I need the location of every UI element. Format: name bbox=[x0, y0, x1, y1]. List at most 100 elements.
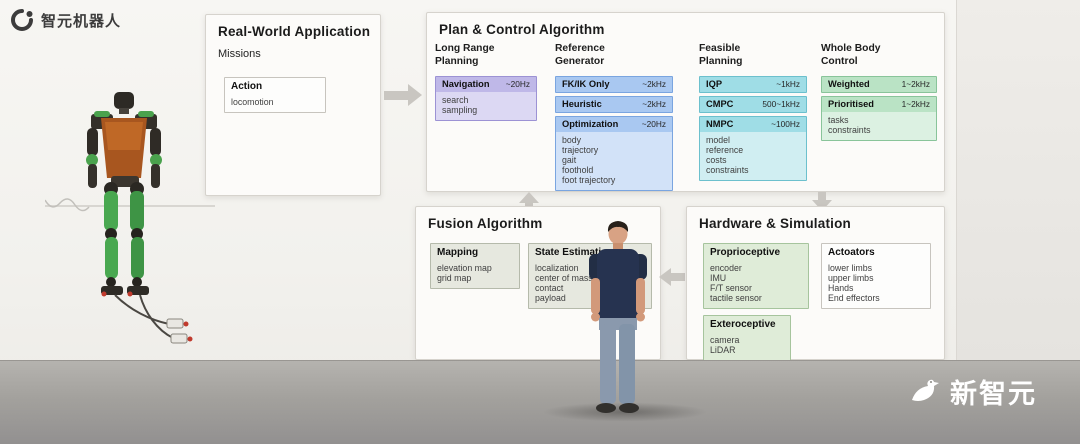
block-items: elevation map grid map bbox=[431, 260, 519, 288]
nmpc-block: NMPC ~100Hz model reference costs constr… bbox=[699, 115, 807, 181]
weighted-block: Weighted 1~2kHz bbox=[821, 75, 937, 93]
block-rate: 1~2kHz bbox=[901, 79, 930, 90]
block-name: NMPC bbox=[706, 119, 734, 130]
block-name: IQP bbox=[706, 79, 723, 90]
panel-title: Hardware & Simulation bbox=[699, 216, 851, 231]
block-rate: 1~2kHz bbox=[901, 99, 930, 110]
block-item: F/T sensor bbox=[710, 283, 752, 293]
iqp-block: IQP ~1kHz bbox=[699, 75, 807, 93]
cmpc-block: CMPC 500~1kHz bbox=[699, 95, 807, 113]
brand-logo-text: 智元机器人 bbox=[41, 12, 122, 30]
block-header: Optimization ~20Hz bbox=[556, 116, 672, 132]
feasible-planning-column: Feasible Planning IQP ~1kHz CMPC 500~1kH… bbox=[699, 43, 807, 184]
block-rate: 500~1kHz bbox=[762, 99, 800, 110]
block-item: grid map bbox=[437, 273, 472, 283]
optimization-block: Optimization ~20Hz body trajectory gait … bbox=[555, 115, 673, 191]
heuristic-block: Heuristic ~2kHz bbox=[555, 95, 673, 113]
column-heading: Reference Generator bbox=[555, 43, 605, 67]
block-item: reference bbox=[706, 144, 744, 155]
block-item: sampling bbox=[442, 104, 478, 115]
robot-simulation-figure bbox=[45, 92, 215, 344]
block-item: upper limbs bbox=[828, 273, 874, 283]
block-items: model reference costs constraints bbox=[700, 132, 806, 180]
block-header: Actoators bbox=[822, 244, 930, 260]
action-block: Action locomotion bbox=[224, 77, 326, 113]
block-header: Heuristic ~2kHz bbox=[556, 96, 672, 112]
column-heading: Feasible Planning bbox=[699, 43, 743, 67]
block-items: locomotion bbox=[225, 94, 325, 112]
block-item: gait bbox=[562, 154, 577, 165]
hardware-simulation-panel: Hardware & Simulation Proprioceptive enc… bbox=[686, 206, 945, 361]
block-item: constraints bbox=[828, 124, 871, 135]
block-item: elevation map bbox=[437, 263, 492, 273]
block-header: Proprioceptive bbox=[704, 244, 808, 260]
block-header: Weighted 1~2kHz bbox=[822, 76, 936, 92]
block-header: CMPC 500~1kHz bbox=[700, 96, 806, 112]
block-item: LiDAR bbox=[710, 345, 736, 355]
block-item: tactile sensor bbox=[710, 293, 762, 303]
fkik-block: FK/IK Only ~2kHz bbox=[555, 75, 673, 93]
panel-title: Plan & Control Algorithm bbox=[439, 22, 605, 37]
block-items: camera LiDAR bbox=[704, 332, 790, 360]
block-header: Prioritised 1~2kHz bbox=[822, 96, 936, 112]
arrow-down-icon bbox=[812, 192, 832, 211]
stage-floor bbox=[0, 360, 1080, 444]
block-items: body trajectory gait foothold foot traje… bbox=[556, 132, 672, 190]
presenter-figure bbox=[589, 221, 647, 413]
whole-body-control-column: Whole Body Control Weighted 1~2kHz Prior… bbox=[821, 43, 937, 144]
xinzhiyuan-logo-icon bbox=[912, 379, 939, 401]
block-header: NMPC ~100Hz bbox=[700, 116, 806, 132]
block-rate: ~100Hz bbox=[771, 119, 800, 130]
block-item: lower limbs bbox=[828, 263, 872, 273]
block-name: Prioritised bbox=[828, 99, 874, 110]
prioritised-block: Prioritised 1~2kHz tasks constraints bbox=[821, 95, 937, 141]
block-items: lower limbs upper limbs Hands End effect… bbox=[822, 260, 930, 308]
block-item: localization bbox=[535, 263, 579, 273]
block-header: Mapping bbox=[431, 244, 519, 260]
block-header: Navigation ~20Hz bbox=[436, 76, 536, 92]
navigation-block: Navigation ~20Hz search sampling bbox=[435, 75, 537, 121]
block-rate: ~2kHz bbox=[642, 79, 666, 90]
column-heading: Long Range Planning bbox=[435, 43, 495, 67]
block-item: contact bbox=[535, 283, 564, 293]
block-items: tasks constraints bbox=[822, 112, 936, 140]
block-name: Optimization bbox=[562, 119, 619, 130]
block-item: locomotion bbox=[231, 97, 274, 107]
block-rate: ~20Hz bbox=[641, 119, 666, 130]
agibot-logo-icon bbox=[11, 9, 33, 31]
exteroceptive-block: Exteroceptive camera LiDAR bbox=[703, 315, 791, 361]
block-header: Exteroceptive bbox=[704, 316, 790, 332]
block-name: Action bbox=[231, 80, 263, 92]
block-item: payload bbox=[535, 293, 566, 303]
actuators-block: Actoators lower limbs upper limbs Hands … bbox=[821, 243, 931, 309]
arrow-right-icon bbox=[384, 84, 422, 106]
block-item: tasks bbox=[828, 114, 849, 125]
block-item: trajectory bbox=[562, 144, 599, 155]
column-heading: Whole Body Control bbox=[821, 43, 881, 67]
block-item: search bbox=[442, 94, 469, 105]
block-items: encoder IMU F/T sensor tactile sensor bbox=[704, 260, 808, 308]
block-name: FK/IK Only bbox=[562, 79, 610, 90]
block-item: model bbox=[706, 134, 730, 145]
panel-title: Fusion Algorithm bbox=[428, 216, 543, 231]
watermark-text: 新智元 bbox=[950, 379, 1037, 409]
block-name: Actoators bbox=[828, 246, 875, 258]
block-name: Navigation bbox=[442, 79, 490, 90]
block-item: End effectors bbox=[828, 293, 880, 303]
block-item: foothold bbox=[562, 164, 594, 175]
block-name: Heuristic bbox=[562, 99, 602, 110]
reference-generator-column: Reference Generator FK/IK Only ~2kHz Heu… bbox=[555, 43, 673, 194]
stage-wall bbox=[956, 0, 1080, 360]
block-header: FK/IK Only ~2kHz bbox=[556, 76, 672, 92]
block-item: encoder bbox=[710, 263, 742, 273]
missions-label: Missions bbox=[218, 48, 261, 60]
block-items: localization center of mass contact payl… bbox=[529, 260, 651, 308]
block-rate: ~20Hz bbox=[505, 79, 530, 90]
real-world-application-panel: Real-World Application Missions Action l… bbox=[205, 14, 381, 196]
block-name: CMPC bbox=[706, 99, 734, 110]
block-item: constraints bbox=[706, 164, 749, 175]
block-name: Mapping bbox=[437, 246, 479, 258]
block-header: State Estimation bbox=[529, 244, 651, 260]
panel-title: Real-World Application bbox=[218, 24, 371, 39]
